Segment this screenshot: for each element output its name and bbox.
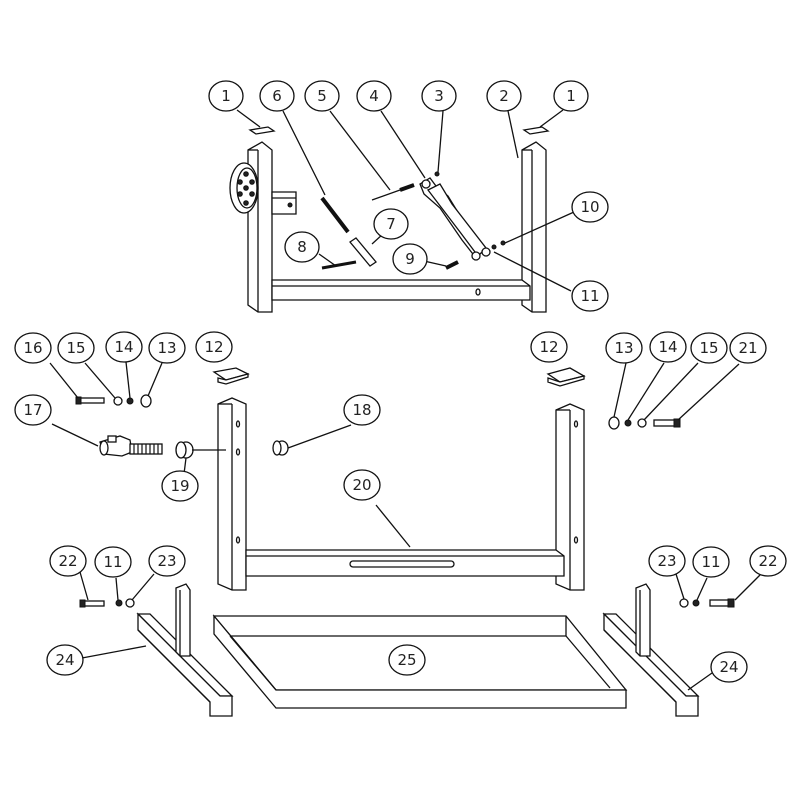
callout-label: 13 — [614, 339, 633, 357]
callout-label: 1 — [566, 87, 576, 105]
callout-9: 9 — [392, 243, 428, 275]
callout-22: 22 — [749, 545, 787, 577]
callout-label: 14 — [658, 338, 677, 356]
callout-label: 13 — [157, 339, 176, 357]
callout-label: 25 — [397, 651, 416, 669]
callout-label: 4 — [369, 87, 379, 105]
callout-5: 5 — [304, 80, 340, 112]
callout-12: 12 — [530, 331, 568, 363]
callout-10: 10 — [571, 191, 609, 223]
callout-label: 5 — [317, 87, 327, 105]
callout-label: 3 — [434, 87, 444, 105]
callout-label: 11 — [103, 553, 122, 571]
callout-25: 25 — [388, 644, 426, 676]
callout-label: 2 — [499, 87, 509, 105]
callout-13: 13 — [148, 332, 186, 364]
callout-label: 10 — [580, 198, 599, 216]
callout-label: 23 — [657, 552, 676, 570]
callout-label: 11 — [701, 553, 720, 571]
callout-label: 12 — [539, 338, 558, 356]
callout-12: 12 — [195, 331, 233, 363]
callout-label: 14 — [114, 338, 133, 356]
callout-label: 6 — [272, 87, 282, 105]
callout-15: 15 — [57, 332, 95, 364]
callout-24: 24 — [710, 651, 748, 683]
callout-label: 22 — [758, 552, 777, 570]
callout-label: 7 — [386, 215, 396, 233]
callout-1: 1 — [208, 80, 244, 112]
callout-4: 4 — [356, 80, 392, 112]
callout-18: 18 — [343, 394, 381, 426]
callout-13: 13 — [605, 332, 643, 364]
callouts: 1 6 5 4 3 2 1 10 7 8 9 11 16 15 14 13 12… — [14, 80, 787, 683]
base-frame-assembly — [75, 367, 681, 591]
callout-label: 12 — [204, 338, 223, 356]
callout-label: 15 — [699, 339, 718, 357]
callout-label: 19 — [170, 477, 189, 495]
callout-14: 14 — [649, 331, 687, 363]
callout-11: 11 — [571, 280, 609, 312]
callout-3: 3 — [421, 80, 457, 112]
callout-23: 23 — [648, 545, 686, 577]
callout-label: 16 — [23, 339, 42, 357]
callout-20: 20 — [343, 469, 381, 501]
callout-label: 22 — [58, 552, 77, 570]
callout-14: 14 — [105, 331, 143, 363]
callout-7: 7 — [373, 208, 409, 240]
callout-label: 1 — [221, 87, 231, 105]
callout-23: 23 — [148, 545, 186, 577]
callout-label: 18 — [352, 401, 371, 419]
callout-label: 24 — [719, 658, 738, 676]
callout-label: 24 — [55, 651, 74, 669]
callout-2: 2 — [486, 80, 522, 112]
callout-label: 11 — [580, 287, 599, 305]
callout-label: 17 — [23, 401, 42, 419]
callout-label: 20 — [352, 476, 371, 494]
callout-11: 11 — [94, 546, 132, 578]
callout-19: 19 — [161, 470, 199, 502]
callout-6: 6 — [259, 80, 295, 112]
callout-label: 21 — [738, 339, 757, 357]
callout-16: 16 — [14, 332, 52, 364]
callout-17: 17 — [14, 394, 52, 426]
callout-11: 11 — [692, 546, 730, 578]
callout-15: 15 — [690, 332, 728, 364]
callout-21: 21 — [729, 332, 767, 364]
callout-label: 15 — [66, 339, 85, 357]
callout-24: 24 — [46, 644, 84, 676]
leader-lines — [49, 109, 761, 691]
callout-label: 8 — [297, 238, 307, 256]
callout-label: 23 — [157, 552, 176, 570]
callout-22: 22 — [49, 545, 87, 577]
top-frame-assembly — [229, 126, 550, 313]
callout-1: 1 — [553, 80, 589, 112]
callout-8: 8 — [284, 231, 320, 263]
callout-label: 9 — [405, 250, 415, 268]
